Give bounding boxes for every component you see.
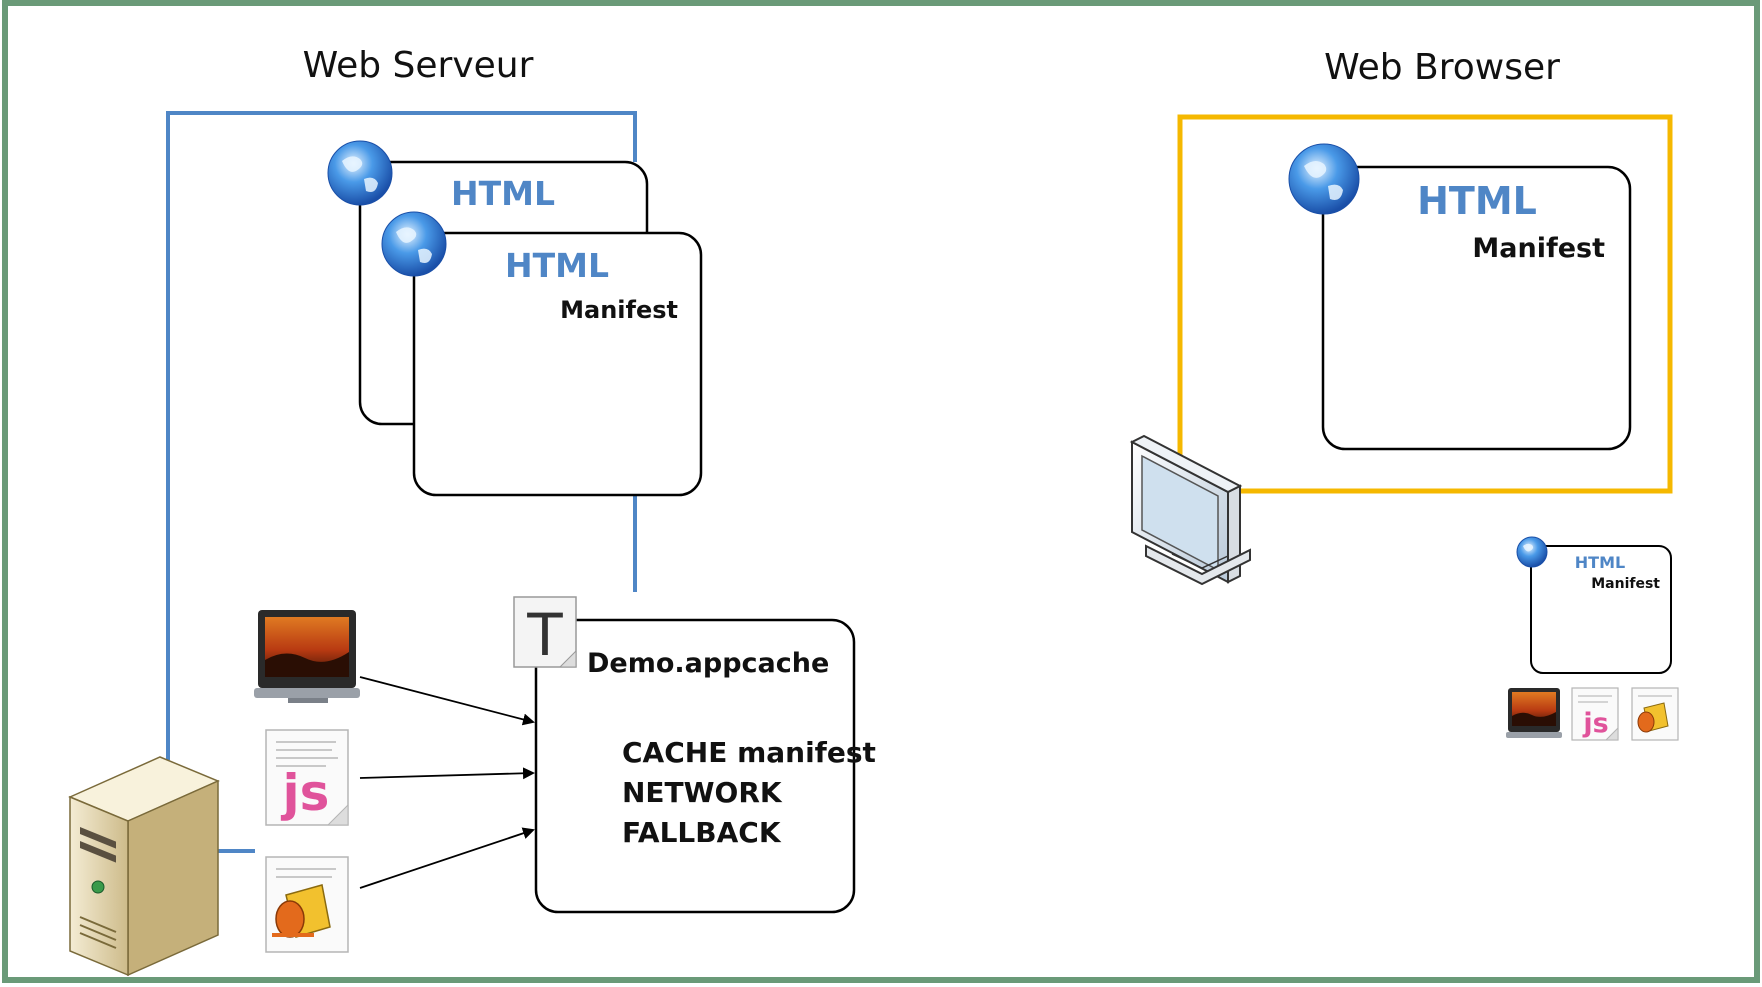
js-label: js <box>1582 708 1608 739</box>
appcache-line-network: NETWORK <box>622 776 783 809</box>
browser-title: Web Browser <box>1324 47 1560 88</box>
browser-html-subtitle: Manifest <box>1472 233 1605 264</box>
browser-html-page <box>1321 165 1632 451</box>
browser-frame <box>1177 114 1673 494</box>
globe-icon <box>1516 536 1548 568</box>
monitor-icon <box>1129 434 1251 586</box>
cached-html-title: HTML <box>1575 553 1625 572</box>
cached-html-page <box>1530 545 1672 674</box>
js-file-icon: js <box>265 729 349 826</box>
media-tv-icon <box>1506 688 1562 738</box>
text-file-icon: T <box>513 596 577 669</box>
browser-html-title: HTML <box>1417 179 1537 223</box>
appcache-filename: Demo.appcache <box>587 648 829 679</box>
globe-icon <box>327 140 393 206</box>
cached-html-subtitle: Manifest <box>1591 576 1660 592</box>
css-file-icon <box>265 856 349 953</box>
js-file-icon: js <box>1571 687 1619 741</box>
server-html-front-title: HTML <box>505 246 609 285</box>
media-tv-icon <box>254 610 360 703</box>
appcache-line-fallback: FALLBACK <box>622 816 782 849</box>
server-html-back-title: HTML <box>451 174 555 213</box>
server-icon <box>68 756 220 977</box>
arrow-media-to-appcache <box>359 676 535 726</box>
server-html-front-subtitle: Manifest <box>560 296 678 324</box>
appcache-box <box>534 618 856 914</box>
appcache-line-cache: CACHE manifest <box>622 736 876 769</box>
text-file-glyph: T <box>526 601 563 669</box>
arrow-css-to-appcache <box>359 827 535 889</box>
globe-icon <box>1288 143 1360 215</box>
css-file-icon <box>1631 687 1679 741</box>
server-connector-line <box>166 111 637 760</box>
server-title: Web Serveur <box>303 45 534 86</box>
server-html-page-front <box>412 231 703 497</box>
arrow-js-to-appcache <box>359 767 535 780</box>
globe-icon <box>381 211 447 277</box>
js-label: js <box>281 764 330 822</box>
